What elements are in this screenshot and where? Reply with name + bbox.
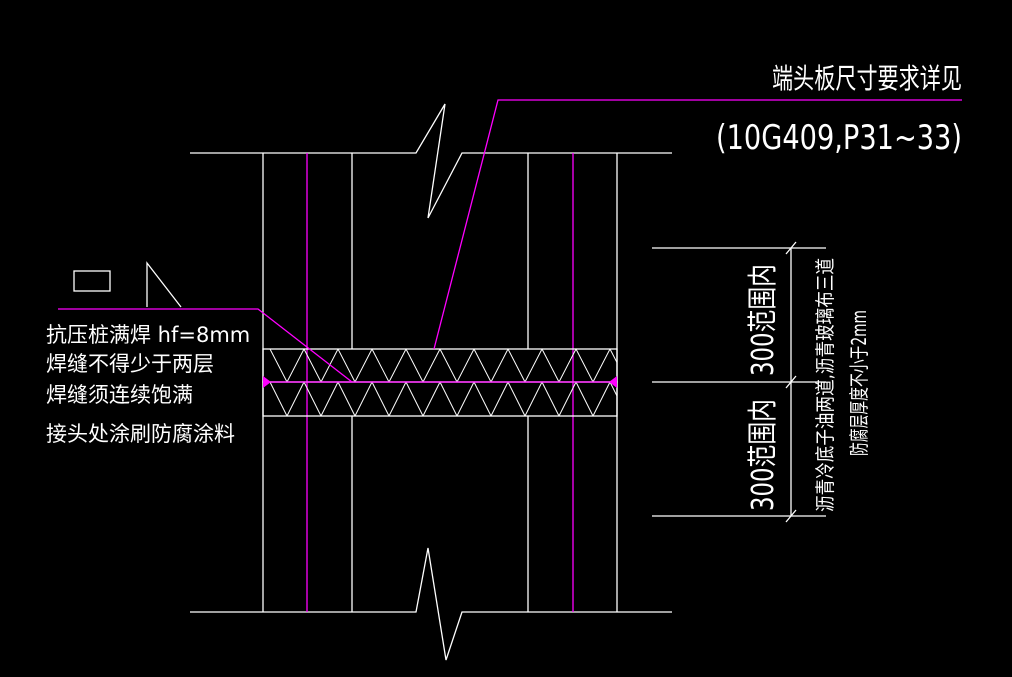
weld-marker-left: [263, 376, 271, 388]
dimension-lines: [652, 241, 826, 523]
weld-note-4: 接头处涂刷防腐涂料: [46, 422, 235, 446]
coating-note-2: 防腐层厚度不小于2mm: [847, 310, 871, 456]
endplate-leader-line: [433, 99, 962, 350]
endplate-note-line1: 端头板尺寸要求详见: [772, 62, 962, 95]
weld-note-3: 焊缝须连续饱满: [46, 383, 193, 407]
upper-break-line: [190, 103, 672, 219]
weld-note-2: 焊缝不得少于两层: [46, 352, 214, 376]
lower-break-line: [190, 547, 672, 661]
weld-note-1: 抗压桩满焊 hf=8mm: [46, 323, 250, 347]
range-label-lower: 300范围内: [746, 399, 781, 511]
range-label-upper: 300范围内: [746, 264, 781, 376]
endplate-note-line2: (10G409,P31~33): [716, 118, 962, 158]
weld-marker-right: [609, 376, 617, 388]
weld-leader-line: [58, 308, 353, 383]
end-plate-hatch-bottom: [269, 382, 617, 416]
coating-note-1: 沥青冷底子油两道,沥青玻璃布三道: [813, 258, 837, 512]
weld-symbol: [73, 261, 182, 308]
end-plate-hatch-top: [269, 349, 617, 382]
